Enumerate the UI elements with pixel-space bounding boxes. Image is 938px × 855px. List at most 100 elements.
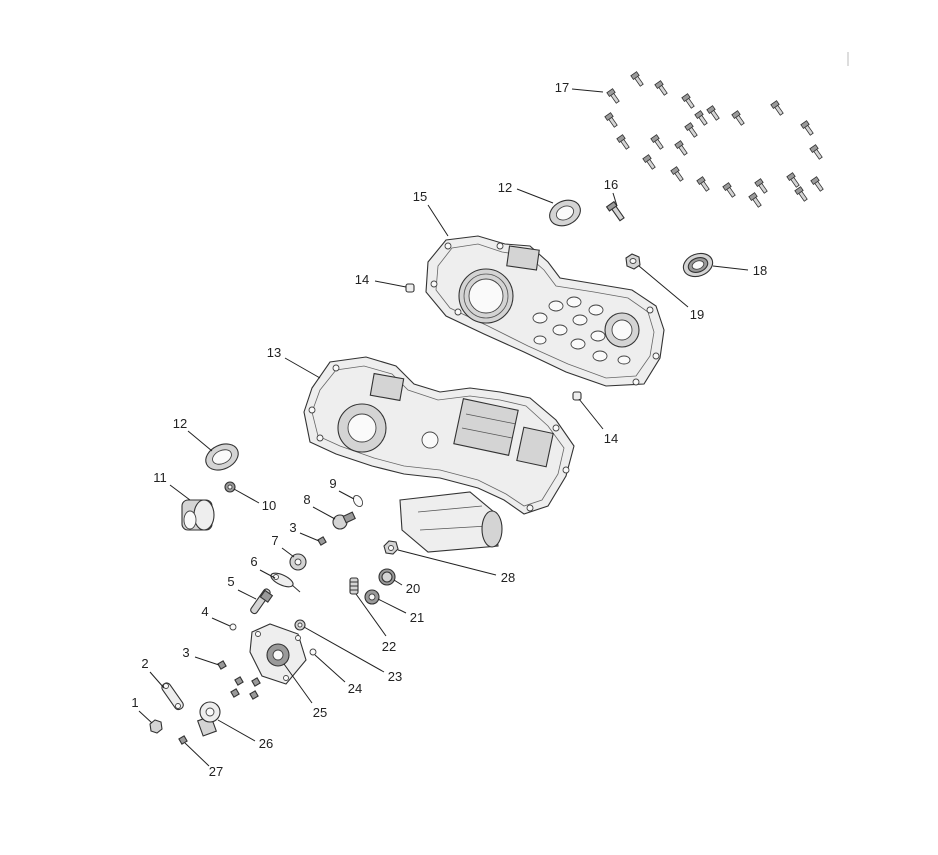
link-clip bbox=[270, 572, 301, 593]
bolt bbox=[604, 112, 618, 128]
leader-12-lower bbox=[187, 430, 213, 452]
bolt bbox=[754, 178, 768, 194]
dowel-pin-lower bbox=[572, 391, 582, 401]
leader-27 bbox=[184, 742, 210, 767]
shift-gear bbox=[289, 553, 307, 571]
callout-6: 6 bbox=[250, 554, 257, 569]
callout-10: 10 bbox=[262, 498, 276, 513]
bolt bbox=[670, 166, 684, 182]
bolt bbox=[800, 120, 814, 136]
small-gear bbox=[224, 481, 236, 493]
dowel-pin-upper bbox=[405, 283, 415, 293]
callout-22: 22 bbox=[382, 639, 396, 654]
callout-19: 19 bbox=[690, 307, 704, 322]
callout-7: 7 bbox=[271, 533, 278, 548]
shift-fitting bbox=[332, 511, 356, 530]
oil-seal-upper bbox=[549, 199, 581, 227]
bolt bbox=[731, 110, 745, 126]
leader-lines bbox=[138, 88, 749, 767]
crankcase-rear-half bbox=[425, 235, 665, 387]
crankcase-front-half bbox=[303, 356, 575, 515]
leader-17 bbox=[571, 88, 604, 93]
leader-21 bbox=[377, 598, 407, 614]
callout-16: 16 bbox=[604, 177, 618, 192]
leader-9 bbox=[338, 490, 355, 500]
leader-18 bbox=[712, 265, 749, 271]
leader-16 bbox=[612, 192, 618, 207]
bolt bbox=[706, 105, 720, 121]
spring bbox=[349, 577, 359, 595]
leader-13 bbox=[284, 357, 321, 379]
bolt bbox=[674, 140, 688, 156]
bolt bbox=[770, 100, 784, 116]
speed-sensor bbox=[196, 701, 221, 737]
oil-seal-lower bbox=[205, 443, 239, 471]
leader-19 bbox=[638, 265, 689, 308]
sensor-screw bbox=[178, 735, 188, 745]
shaft-seal bbox=[294, 619, 306, 631]
bolt bbox=[642, 154, 656, 170]
callout-18: 18 bbox=[753, 263, 767, 278]
callout-12-upper: 12 bbox=[498, 180, 512, 195]
flange-nut bbox=[383, 540, 399, 555]
callout-14-lower: 14 bbox=[604, 431, 618, 446]
bolt-cluster bbox=[604, 71, 824, 208]
leader-1 bbox=[138, 710, 153, 724]
leader-15 bbox=[427, 204, 449, 237]
bolt bbox=[650, 134, 664, 150]
leader-28 bbox=[397, 549, 497, 576]
callout-4: 4 bbox=[201, 604, 208, 619]
leader-25 bbox=[283, 663, 313, 704]
leader-11 bbox=[169, 484, 191, 501]
bolt bbox=[606, 88, 620, 104]
leader-26 bbox=[217, 719, 256, 742]
hex-nut-upper bbox=[625, 253, 641, 270]
leader-4 bbox=[211, 617, 231, 627]
leader-7 bbox=[281, 547, 295, 558]
cover-bolts bbox=[230, 676, 261, 700]
callout-28: 28 bbox=[501, 570, 515, 585]
leader-2 bbox=[149, 671, 165, 689]
leader-23 bbox=[303, 626, 385, 673]
callout-2: 2 bbox=[141, 656, 148, 671]
leader-8 bbox=[312, 506, 336, 520]
leader-20 bbox=[393, 579, 403, 586]
leader-22 bbox=[355, 593, 387, 637]
idler-gear bbox=[364, 589, 380, 605]
callout-15: 15 bbox=[413, 189, 427, 204]
bolt bbox=[654, 80, 668, 96]
leader-12-upper bbox=[516, 188, 554, 204]
leader-3-lower bbox=[194, 656, 220, 666]
leader-3-upper bbox=[299, 532, 320, 542]
leader-24 bbox=[314, 654, 346, 683]
bolt-small-upper bbox=[317, 536, 327, 546]
bolt bbox=[722, 182, 736, 198]
drive-gear bbox=[378, 568, 396, 586]
callout-17: 17 bbox=[555, 80, 569, 95]
bolt bbox=[696, 176, 710, 192]
callout-24: 24 bbox=[348, 681, 362, 696]
bolt bbox=[810, 176, 824, 192]
callout-1: 1 bbox=[131, 695, 138, 710]
callout-5: 5 bbox=[227, 574, 234, 589]
callout-21: 21 bbox=[410, 610, 424, 625]
bolt bbox=[630, 71, 644, 87]
bolt bbox=[794, 186, 808, 202]
callout-8: 8 bbox=[303, 492, 310, 507]
leader-5 bbox=[237, 589, 257, 600]
callout-12-lower: 12 bbox=[173, 416, 187, 431]
lever-nut bbox=[149, 719, 163, 734]
callout-23: 23 bbox=[388, 669, 402, 684]
bolt bbox=[681, 93, 695, 109]
bolt bbox=[748, 192, 762, 208]
leader-14-lower bbox=[578, 398, 604, 430]
locating-pin bbox=[309, 648, 317, 656]
leader-6 bbox=[259, 569, 276, 579]
bolt bbox=[616, 134, 630, 150]
bolt bbox=[809, 144, 823, 160]
callout-9: 9 bbox=[329, 476, 336, 491]
bolt bbox=[694, 110, 708, 126]
callout-3-lower: 3 bbox=[182, 645, 189, 660]
crankcase-tube bbox=[399, 491, 503, 553]
